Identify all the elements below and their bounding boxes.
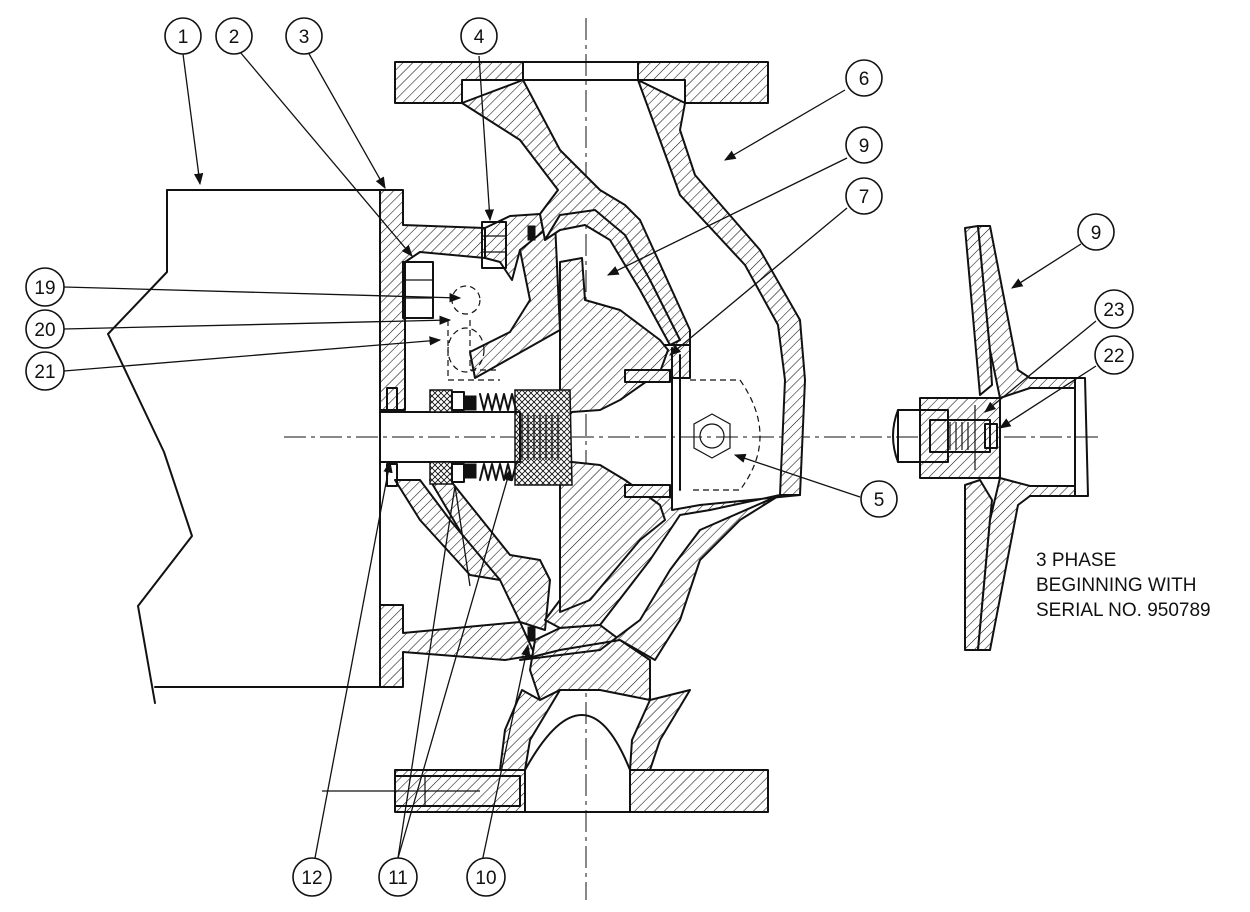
callout-21-label: 21 bbox=[34, 362, 55, 383]
callout-19-label: 19 bbox=[34, 278, 55, 299]
callout-6: 6 bbox=[845, 59, 883, 97]
leader-lines bbox=[63, 51, 1097, 863]
callout-22: 22 bbox=[1094, 335, 1134, 375]
callout-20-label: 20 bbox=[34, 320, 55, 341]
callout-19: 19 bbox=[25, 267, 65, 307]
callout-20: 20 bbox=[25, 309, 65, 349]
callout-23: 23 bbox=[1094, 289, 1134, 329]
callout-21: 21 bbox=[25, 351, 65, 391]
cap-screw-top bbox=[402, 221, 507, 319]
callout-1: 1 bbox=[164, 17, 202, 55]
callout-22-label: 22 bbox=[1103, 346, 1124, 367]
callout-4: 4 bbox=[460, 17, 498, 55]
serial-note-line-3: SERIAL NO. 950789 bbox=[1036, 600, 1211, 621]
callout-1-label: 1 bbox=[178, 27, 189, 48]
callout-3: 3 bbox=[285, 17, 323, 55]
impeller-section bbox=[514, 257, 681, 613]
motor-outline bbox=[107, 189, 381, 704]
hidden-features bbox=[447, 285, 761, 491]
o-ring-bottom bbox=[527, 626, 536, 642]
o-ring-top bbox=[527, 225, 536, 241]
callout-9-inset: 9 bbox=[1077, 213, 1115, 251]
callout-23-label: 23 bbox=[1103, 300, 1124, 321]
callout-10-label: 10 bbox=[475, 868, 496, 889]
callout-12: 12 bbox=[292, 857, 332, 897]
callout-11-label: 11 bbox=[388, 868, 408, 889]
callout-11: 11 bbox=[378, 857, 418, 897]
serial-note: 3 PHASE BEGINNING WITH SERIAL NO. 950789 bbox=[1036, 548, 1211, 623]
callout-9-main-label: 9 bbox=[859, 136, 870, 157]
callout-12-label: 12 bbox=[301, 868, 322, 889]
callout-6-label: 6 bbox=[859, 69, 870, 90]
callout-3-label: 3 bbox=[299, 27, 310, 48]
callout-2: 2 bbox=[215, 17, 253, 55]
callout-4-label: 4 bbox=[474, 27, 485, 48]
pump-casing bbox=[322, 61, 806, 813]
callout-7-label: 7 bbox=[859, 187, 870, 208]
callout-2-label: 2 bbox=[229, 27, 240, 48]
callout-5: 5 bbox=[860, 480, 898, 518]
callout-9-inset-label: 9 bbox=[1091, 223, 1102, 244]
callout-5-label: 5 bbox=[874, 490, 885, 511]
callout-9-main: 9 bbox=[845, 126, 883, 164]
callout-10: 10 bbox=[466, 857, 506, 897]
serial-note-line-2: BEGINNING WITH bbox=[1036, 575, 1197, 596]
callout-7: 7 bbox=[845, 177, 883, 215]
impeller-inset bbox=[892, 225, 1089, 651]
serial-note-line-1: 3 PHASE bbox=[1036, 550, 1117, 571]
